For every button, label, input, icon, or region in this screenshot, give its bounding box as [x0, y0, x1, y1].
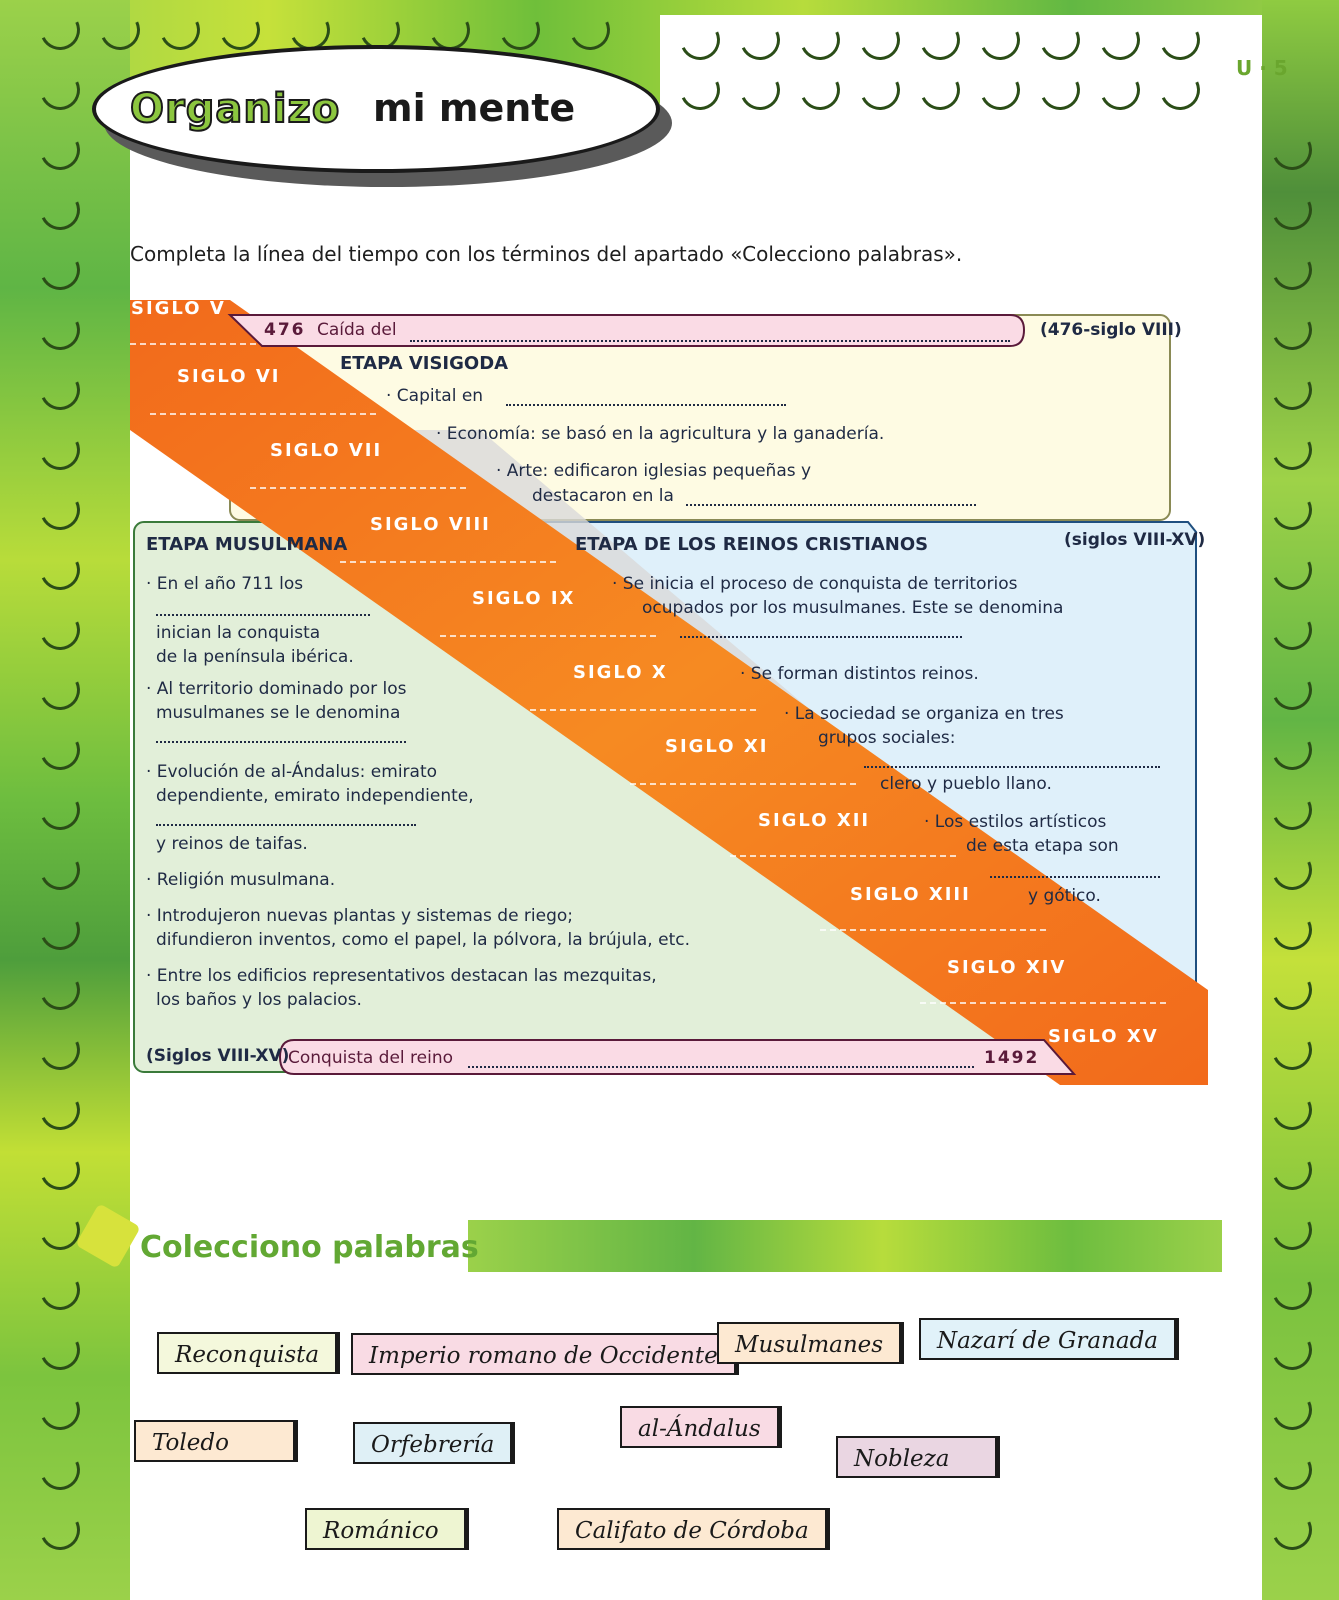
musulmana-line: · En el año 711 los: [146, 574, 304, 594]
cristianos-heading: ETAPA DE LOS REINOS CRISTIANOS: [575, 534, 929, 555]
palabras-lego-bar: [468, 1220, 1222, 1272]
word-card[interactable]: al-Ándalus: [620, 1406, 782, 1448]
word-card[interactable]: Imperio romano de Occidente: [351, 1333, 739, 1375]
word-card[interactable]: Nazarí de Granada: [919, 1318, 1180, 1360]
speech-bubble: [92, 45, 660, 173]
musulmana-line: inician la conquista: [156, 623, 321, 643]
cristianos-line: de esta etapa son: [966, 836, 1119, 856]
word-card[interactable]: Orfebrería: [353, 1422, 516, 1464]
cristianos-line: · La sociedad se organiza en tres: [784, 704, 1064, 724]
timeline-orange-band: [130, 300, 1208, 1085]
blank-line: [156, 727, 406, 743]
bottom-event-text: Conquista del reino: [288, 1048, 454, 1068]
word-card[interactable]: Musulmanes: [717, 1322, 905, 1364]
siglo-label: SIGLO X: [573, 662, 668, 683]
visigoda-arte1: · Arte: edificaron iglesias pequeñas y: [496, 461, 812, 481]
cristianos-line: · Se forman distintos reinos.: [740, 664, 979, 684]
bottom-event-banner: [278, 1039, 1077, 1075]
top-event-year: 476: [264, 320, 306, 340]
blank-line: [506, 390, 786, 406]
blank-line: [156, 600, 370, 616]
bottom-event-year: 1492: [984, 1048, 1040, 1068]
top-event-range: (476-siglo VIII): [1040, 320, 1182, 340]
siglo-label: SIGLO XIV: [947, 957, 1067, 978]
blank-line: [990, 862, 1160, 878]
siglo-label: SIGLO XII: [758, 810, 871, 831]
siglo-label: SIGLO XI: [665, 736, 769, 757]
cristianos-line: grupos sociales:: [818, 728, 956, 748]
visigoda-economia: · Economía: se basó en la agricultura y …: [436, 424, 885, 444]
blank-line: [156, 810, 416, 826]
siglo-label: SIGLO VIII: [370, 514, 491, 535]
cristianos-line: · Los estilos artísticos: [924, 812, 1107, 832]
musulmana-line: dependiente, emirato independiente,: [156, 786, 474, 806]
musulmana-line: los baños y los palacios.: [156, 990, 362, 1010]
lego-frame-right: [1262, 0, 1339, 1600]
word-card[interactable]: Nobleza: [836, 1436, 1000, 1478]
timeline-graphic: [130, 300, 1208, 1085]
blank-line: [410, 326, 1010, 342]
blank-line: [680, 622, 962, 638]
bottom-event-range: (Siglos VIII-XV): [146, 1046, 290, 1066]
word-card[interactable]: Califato de Córdoba: [557, 1508, 830, 1550]
title-organizo: Organizo: [129, 85, 341, 133]
word-card[interactable]: Toledo: [134, 1420, 298, 1462]
word-card[interactable]: Románico: [305, 1508, 469, 1550]
blank-line: [864, 752, 1160, 768]
cristianos-line: ocupados por los musulmanes. Este se den…: [642, 598, 1064, 618]
musulmana-line: musulmanes se le denomina: [156, 703, 401, 723]
title-mi-mente: mi mente: [373, 86, 576, 130]
siglo-label: SIGLO VII: [270, 440, 383, 461]
musulmana-line: · Evolución de al-Ándalus: emirato: [146, 762, 438, 782]
blank-line: [686, 490, 976, 506]
top-event-banner: [227, 314, 1026, 347]
musulmana-line: · Religión musulmana.: [146, 870, 336, 890]
siglo-label: SIGLO V: [131, 298, 226, 319]
musulmana-heading: ETAPA MUSULMANA: [146, 534, 348, 555]
siglo-label: SIGLO XIII: [850, 884, 971, 905]
visigoda-heading: ETAPA VISIGODA: [340, 353, 509, 374]
siglo-label: SIGLO XV: [1048, 1026, 1159, 1047]
musulmana-line: difundieron inventos, como el papel, la …: [156, 930, 690, 950]
musulmana-line: · Al territorio dominado por los: [146, 679, 407, 699]
top-event-text: Caída del: [317, 320, 397, 340]
cristianos-line: y gótico.: [1028, 886, 1101, 906]
musulmana-line: de la península ibérica.: [156, 647, 354, 667]
unit-label: U · 5: [1236, 56, 1288, 80]
musulmana-line: · Entre los edificios representativos de…: [146, 966, 657, 986]
page-area-top: [660, 15, 1262, 115]
siglo-label: SIGLO VI: [177, 366, 281, 387]
cristianos-range: (siglos VIII-XV): [1064, 530, 1206, 550]
musulmana-line: y reinos de taifas.: [156, 834, 308, 854]
lego-frame-left: [0, 0, 130, 1600]
cristianos-line: clero y pueblo llano.: [880, 774, 1052, 794]
word-card[interactable]: Reconquista: [157, 1332, 341, 1374]
visigoda-arte2: destacaron en la: [532, 486, 674, 506]
blank-line: [468, 1052, 974, 1068]
instruction-text: Completa la línea del tiempo con los tér…: [130, 242, 963, 266]
musulmana-line: · Introdujeron nuevas plantas y sistemas…: [146, 906, 574, 926]
cristianos-line: · Se inicia el proceso de conquista de t…: [612, 574, 1018, 594]
visigoda-capital: · Capital en: [386, 386, 484, 406]
siglo-label: SIGLO IX: [472, 588, 576, 609]
palabras-title: Colecciono palabras: [140, 1230, 479, 1265]
